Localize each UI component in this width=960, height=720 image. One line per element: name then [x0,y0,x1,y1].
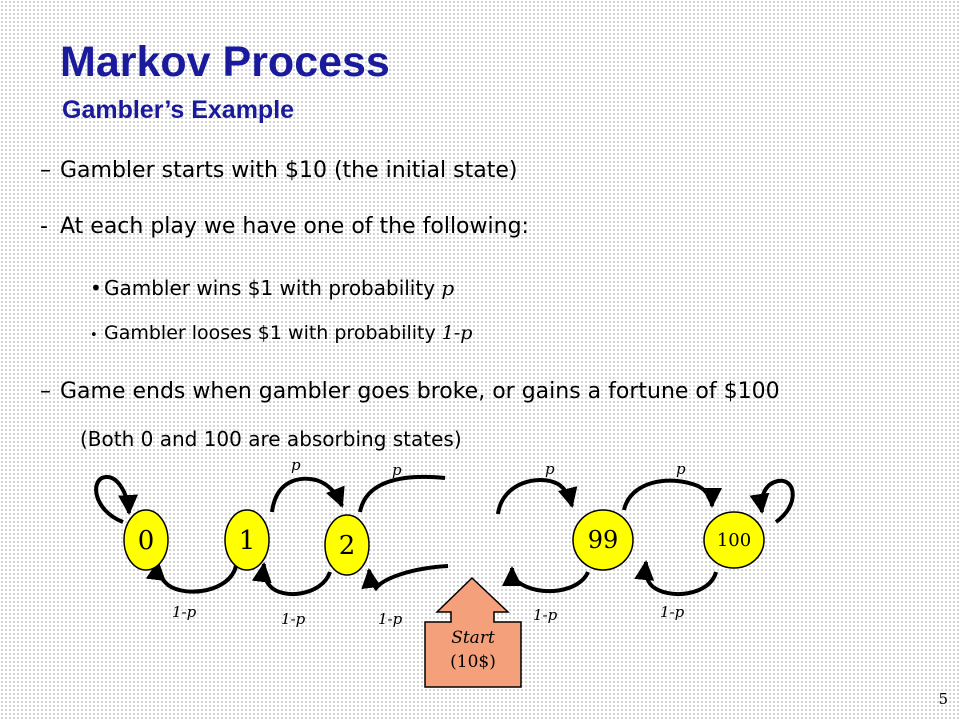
slide-subtitle: Gambler’s Example [62,96,295,124]
edge-label-1-p: 1-p [172,603,197,621]
arc-2-to-1 [251,562,332,597]
bullet-text: Gambler wins $1 with probability [104,276,442,300]
bullet-text: At each play we have one of the followin… [60,214,529,239]
start-callout: Start (10$) [424,576,522,688]
arc-99-to-100 [622,478,722,511]
dash-marker: – [40,379,51,404]
bullet-text: Game ends when gambler goes broke, or ga… [60,379,780,404]
arc-1-to-0 [145,560,238,594]
page-number: 5 [938,690,948,708]
state-1: 1 [224,509,270,571]
self-loop-100 [749,478,795,524]
bullet-text: (Both 0 and 100 are absorbing states) [80,427,462,451]
state-99: 99 [572,509,634,571]
probability-var: p [441,276,455,300]
state-100: 100 [703,511,765,569]
bullet-game-ends: –Game ends when gambler goes broke, or g… [40,379,780,404]
edge-label-1-p: 1-p [281,610,306,628]
bullet-text: Gambler starts with $10 (the initial sta… [60,158,518,183]
arc-100-to-99 [634,560,718,597]
dash-marker: – [40,158,51,183]
edge-label-1-p: 1-p [533,606,558,624]
edge-label-p: p [291,456,301,474]
state-0: 0 [123,509,169,571]
sub-bullet-looses: • Gambler looses $1 with probability 1-p [90,322,472,344]
edge-label-p: p [545,460,555,478]
state-label: 2 [339,531,356,561]
state-label: 0 [138,526,155,556]
arc-1-to-2 [270,476,345,513]
sub-bullet-wins: •Gambler wins $1 with probability p [90,276,454,300]
arc-dots-to-99 [496,478,578,515]
probability-var: 1-p [441,322,473,344]
slide-title: Markov Process [60,38,390,86]
bullet-absorbing: (Both 0 and 100 are absorbing states) [80,427,462,451]
state-2: 2 [324,514,370,576]
state-label: 99 [588,526,619,554]
state-label: 1 [239,526,256,556]
edge-label-1-p: 1-p [660,603,685,621]
edge-label-1-p: 1-p [378,610,403,628]
bullet-dot-icon: • [90,328,98,343]
dash-marker: - [40,214,48,239]
edge-label-p: p [392,461,402,479]
self-loop-0 [94,475,139,524]
arc-2-to-dots [358,474,446,513]
bullet-each-play: -At each play we have one of the followi… [40,214,529,239]
arc-dots-to-2 [361,564,449,592]
arc-99-to-dots [502,566,590,594]
start-label: Start [451,628,495,648]
edge-label-p: p [676,460,686,478]
bullet-text: Gambler looses $1 with probability [104,322,442,344]
bullet-initial-state: –Gambler starts with $10 (the initial st… [40,158,517,183]
bullet-dot-icon: • [90,276,102,300]
start-amount: (10$) [450,652,496,672]
state-label: 100 [717,530,751,551]
